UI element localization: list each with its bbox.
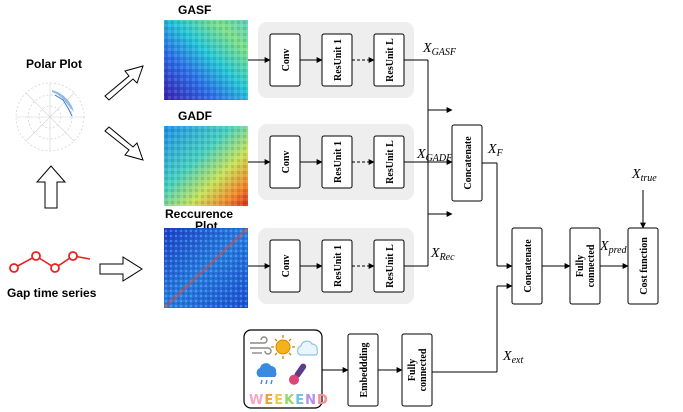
gasf-title: GASF [178, 3, 211, 17]
diag-down-arrow-icon [104, 126, 144, 161]
rec-resunit1: ResUnit 1 [333, 245, 344, 287]
fully-connected-block-ext [401, 333, 433, 407]
weekend-letter-n: N [305, 393, 317, 408]
rec-conv: Conv [281, 255, 292, 278]
gap-series-plot [9, 251, 91, 273]
gadf-branch: Conv ResUnit 1 ResUnit L [248, 124, 453, 200]
gadf-resunitL: ResUnit L [385, 140, 396, 184]
cost-function-label: Cost function [639, 237, 650, 295]
weekend-letter-w: W [249, 393, 264, 408]
gasf-image [164, 20, 248, 100]
up-arrow-icon [35, 165, 67, 209]
gap-series-label: Gap time series [7, 286, 97, 300]
rec-resunitL: ResUnit L [385, 244, 396, 288]
recurrence-image [164, 228, 248, 308]
fc-main-line2: connected [586, 244, 597, 287]
weekend-letter-e3: E [295, 393, 305, 408]
weekend-letter-e2: E [274, 393, 284, 408]
fc-ext-line2: connected [418, 348, 429, 391]
gadf-image [164, 126, 248, 206]
concatenate-1-label: Concatenate [463, 136, 474, 190]
gasf-conv: Conv [281, 49, 292, 72]
x-pred-label: Xpred [599, 239, 628, 256]
rain-cloud-icon [256, 363, 277, 385]
embedding-label: Embeddding [359, 342, 370, 397]
external-factors-panel: WEEKEND [243, 329, 329, 409]
gadf-title: GADF [178, 109, 212, 123]
gasf-branch: Conv ResUnit 1 ResUnit L [248, 22, 428, 98]
wind-icon [250, 336, 272, 355]
diag-up-arrow-icon [104, 65, 144, 101]
x-f-label: XF [487, 142, 504, 159]
rec-branch: Conv ResUnit 1 ResUnit L [248, 228, 428, 304]
gadf-conv: Conv [281, 151, 292, 174]
x-gadf-label: XGADF [416, 147, 453, 164]
right-arrow-icon [99, 256, 143, 282]
x-rec-label: XRec [430, 246, 455, 263]
concatenate-2-label: Concatenate [523, 239, 534, 293]
polar-plot-title: Polar Plot [26, 57, 82, 71]
gasf-resunit1: ResUnit 1 [333, 39, 344, 81]
x-gasf-label: XGASF [422, 41, 457, 58]
thermometer-icon [288, 363, 307, 385]
weekend-letter-k: K [284, 393, 295, 408]
x-true-label: Xtrue [631, 167, 657, 184]
recurrence-title-line1: Reccurence [165, 207, 233, 221]
weekend-letter-d: D [317, 393, 329, 408]
gasf-resunitL: ResUnit L [385, 38, 396, 82]
weekend-text: WEEKEND [249, 393, 329, 408]
polar-plot-image [15, 82, 85, 152]
sun-icon [271, 335, 295, 359]
cloud-icon [297, 340, 319, 356]
fc-ext-line1: Fully [407, 359, 418, 381]
weekend-letter-e1: E [264, 393, 274, 408]
gadf-resunit1: ResUnit 1 [333, 141, 344, 183]
x-ext-label: Xext [502, 349, 523, 366]
fc-main-line1: Fully [575, 255, 586, 277]
